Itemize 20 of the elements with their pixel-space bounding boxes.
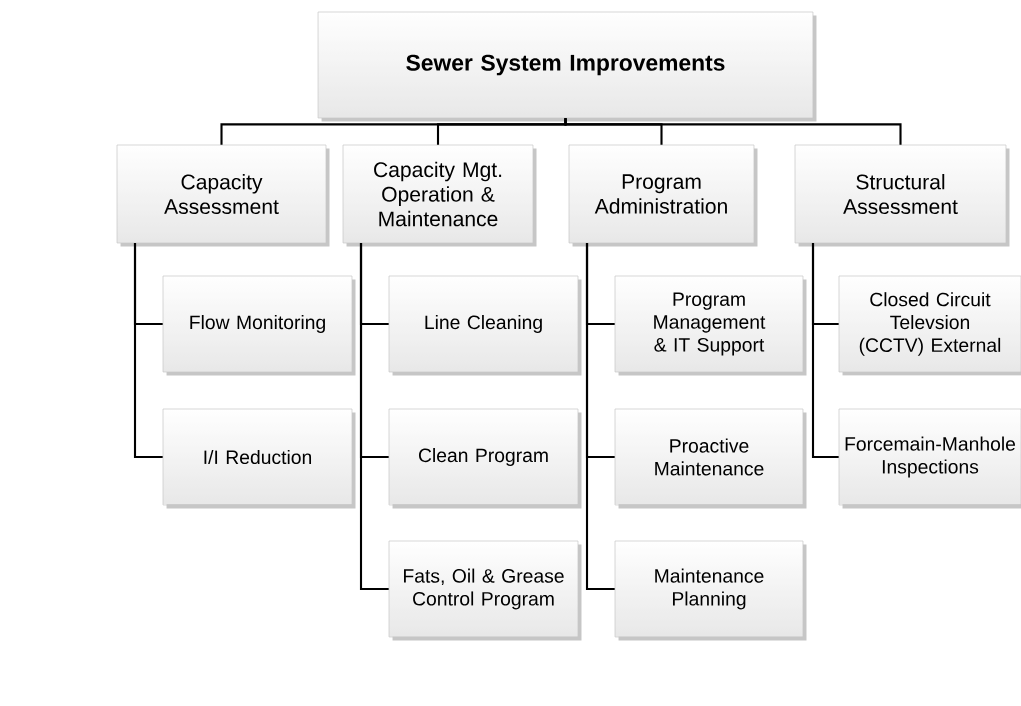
task-box: I/I Reduction: [162, 408, 356, 509]
task-box: Flow Monitoring: [162, 275, 356, 376]
connector-line: [133, 243, 163, 459]
task-box: Closed Circuit Televsion (CCTV) External: [838, 275, 1021, 376]
task-box: Forcemain-Manhole Inspections: [838, 408, 1021, 509]
title-box: Sewer System Improvements: [317, 11, 817, 122]
task-box: Proactive Maintenance: [614, 408, 807, 509]
connector-line: [564, 118, 902, 145]
connector-line: [359, 243, 389, 591]
category-box: Program Administration: [568, 144, 758, 247]
category-box: Structural Assessment: [794, 144, 1010, 247]
connector-line: [811, 243, 839, 459]
task-box: Clean Program: [388, 408, 582, 509]
task-box: Program Management & IT Support: [614, 275, 807, 376]
task-box: Fats, Oil & Grease Control Program: [388, 540, 582, 641]
connector-line: [585, 243, 615, 591]
task-box: Maintenance Planning: [614, 540, 807, 641]
category-box: Capacity Assessment: [116, 144, 330, 247]
category-box: Capacity Mgt. Operation & Maintenance: [342, 144, 537, 247]
task-box: Line Cleaning: [388, 275, 582, 376]
